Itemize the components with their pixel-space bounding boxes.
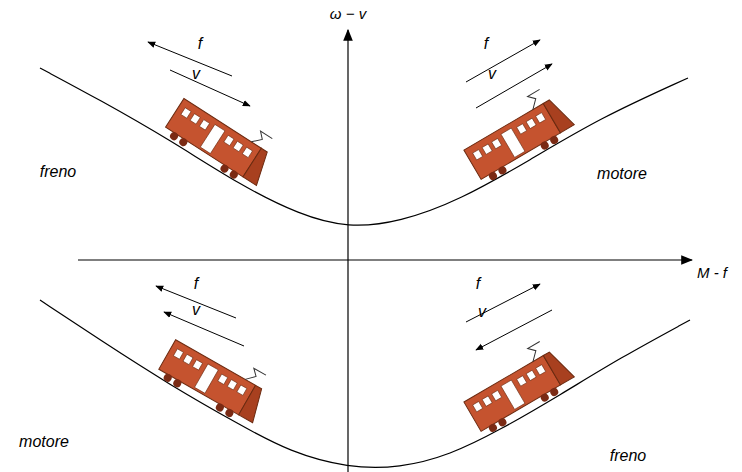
characteristic-curve xyxy=(40,68,688,225)
speed-label: v xyxy=(192,66,200,82)
vertical-axis xyxy=(347,30,348,472)
speed-label: v xyxy=(192,302,200,318)
force-label: f xyxy=(198,36,202,52)
tram xyxy=(155,328,276,429)
axis-label: M - f xyxy=(697,265,727,280)
force-arrow xyxy=(148,42,232,76)
tram xyxy=(457,83,578,185)
speed-arrow xyxy=(476,310,552,350)
quadrant-label: freno xyxy=(610,448,646,464)
force-arrow xyxy=(466,40,540,82)
horizontal-axis xyxy=(78,259,692,260)
speed-arrow xyxy=(164,312,244,346)
speed-arrow xyxy=(170,70,250,106)
quadrant-label: freno xyxy=(40,164,76,180)
quadrant-label: motore xyxy=(597,166,647,182)
tram xyxy=(162,87,283,192)
force-label: f xyxy=(476,276,480,292)
speed-label: v xyxy=(478,304,486,320)
speed-label: v xyxy=(488,66,496,82)
force-label: f xyxy=(484,36,488,52)
axis-label: ω − v xyxy=(330,6,366,21)
speed-arrow xyxy=(476,64,552,108)
force-label: f xyxy=(194,276,198,292)
tram xyxy=(457,335,578,437)
quadrant-label: motore xyxy=(19,434,69,450)
characteristic-curve xyxy=(40,300,690,467)
